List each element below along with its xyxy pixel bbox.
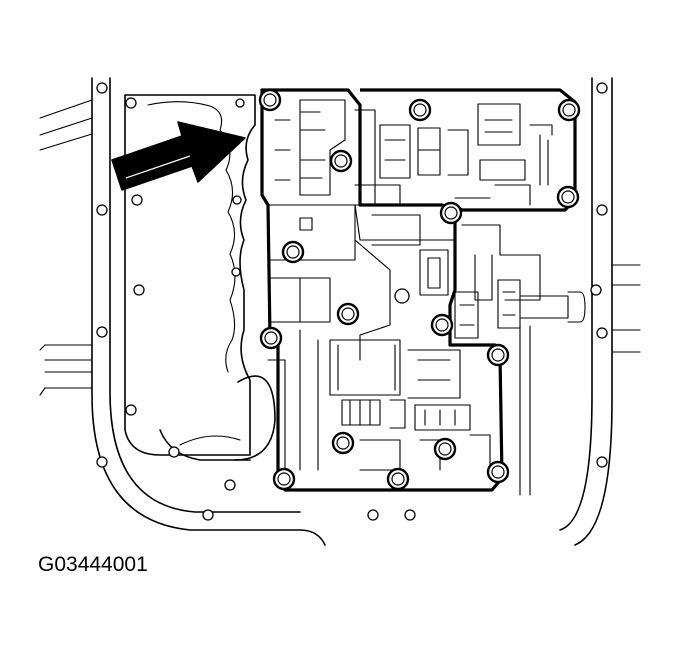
case-hole [596, 82, 608, 94]
case-hole [168, 446, 180, 458]
bolt [258, 88, 282, 112]
case-hole [235, 98, 245, 108]
case-holes [96, 82, 608, 521]
bolt [329, 149, 353, 173]
bolt [556, 185, 580, 209]
bolt [386, 467, 410, 491]
bolt [336, 302, 360, 326]
bolt [486, 460, 510, 484]
case-hole [131, 194, 143, 206]
case-hole [596, 204, 608, 216]
case-hole [231, 267, 241, 277]
bolt [281, 240, 305, 264]
gasket-outline [124, 94, 276, 461]
case-hole [96, 326, 108, 338]
case-hole [96, 456, 108, 468]
case-hole [96, 204, 108, 216]
bolt [557, 98, 581, 122]
case-hole [125, 97, 137, 109]
figure-id-label: G03444001 [38, 553, 148, 576]
direction-arrow [111, 121, 246, 191]
case-hole [224, 479, 236, 491]
bolt [430, 313, 454, 337]
bolt [433, 437, 457, 461]
case-hole [394, 288, 410, 304]
bolt [259, 326, 283, 350]
transmission-case [39, 77, 641, 546]
bolt [439, 201, 463, 225]
bolt [331, 431, 355, 455]
case-hole [596, 456, 608, 468]
case-hole [202, 509, 214, 521]
case-hole [133, 284, 145, 296]
case-hole [596, 327, 608, 339]
case-hole [125, 404, 137, 416]
valve-body-bolts [258, 88, 581, 491]
case-hole [96, 82, 108, 94]
bolt [408, 98, 432, 122]
case-hole [590, 284, 602, 296]
bolt [272, 467, 296, 491]
case-hole [404, 509, 416, 521]
bolt [486, 343, 510, 367]
case-hole [367, 509, 379, 521]
case-hole [232, 195, 242, 205]
valve-body-internals [267, 99, 586, 496]
